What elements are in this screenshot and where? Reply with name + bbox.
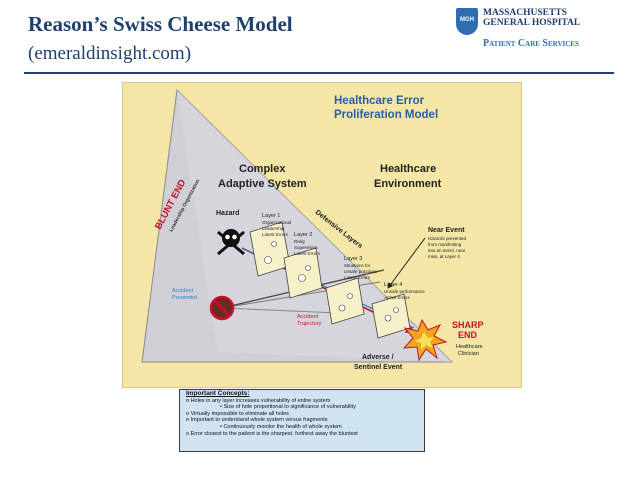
logo-text-services: Patient Care Services (483, 38, 579, 49)
adverse-line2: Sentinel Event (354, 364, 403, 371)
layer1-title: Layer 1 (262, 213, 280, 219)
layer1-line3: Latent Errors (262, 232, 289, 237)
accident-prevented-line1: Accident (172, 288, 194, 294)
logo-text-hospital: MASSACHUSETTS GENERAL HOSPITAL (483, 8, 580, 28)
hazard-label: Hazard (216, 210, 239, 217)
sharp-end-line2: END (458, 330, 478, 340)
layer3-line1: Situations for (344, 263, 371, 268)
slide-subtitle: (emeraldinsight.com) (28, 43, 191, 65)
layer4-line1: Unsafe performance (384, 289, 425, 294)
layer2-line3: Latent Errors (294, 251, 321, 256)
important-concepts-box: Important Concepts: o Holes in any layer… (179, 389, 425, 452)
layer3-line3: Latent Errors (344, 275, 371, 280)
layer4-title: Layer 4 (384, 282, 402, 288)
layer3-line2: unsafe practices (344, 269, 378, 274)
layer3-title: Layer 3 (344, 256, 362, 262)
layer1-line1: Organizational (262, 220, 291, 225)
clinician-line2: Clinician (458, 351, 479, 357)
near-event-line1: Hazards prevented (428, 236, 467, 241)
logo-line2: GENERAL HOSPITAL (483, 18, 580, 28)
prohibited-icon (211, 297, 233, 319)
near-event-line2: from manifesting (428, 242, 462, 247)
near-event-title: Near Event (428, 227, 465, 234)
concept-subitem: • Size of hole proportional to significa… (186, 404, 418, 411)
error-proliferation-diagram: Healthcare Error Proliferation Model Com… (122, 82, 522, 388)
near-event-line3: into an event, near (428, 248, 466, 253)
concept-item: o Holes in any layer increases vulnerabi… (186, 398, 418, 405)
diagram-title-line1: Healthcare Error (334, 95, 425, 107)
clinician-line1: Healthcare (456, 344, 483, 350)
near-event-line4: miss, at Layer 4. (428, 254, 461, 259)
complex-system-line2: Adaptive System (218, 178, 307, 190)
sharp-end-line1: SHARP (452, 320, 484, 330)
logo-badge-text: MGH (456, 8, 478, 23)
layer2-title: Layer 2 (294, 232, 312, 238)
layer2-line2: Supervision (294, 245, 318, 250)
layer4-line2: Active Errors (383, 295, 411, 300)
concepts-heading: Important Concepts: (186, 391, 418, 398)
concept-item: o Error closest to the patient is the sh… (186, 431, 418, 438)
diagram-title-line2: Proliferation Model (334, 109, 438, 121)
trajectory-line1: Accident (297, 314, 319, 320)
header-rule (24, 72, 614, 74)
trajectory-line2: Trajectory (297, 321, 321, 327)
mgh-shield-icon: MGH (456, 8, 478, 35)
layer2-line1: Risky (294, 239, 306, 244)
healthcare-env-line2: Environment (374, 178, 442, 190)
concept-item: o Important to understand whole system v… (186, 417, 418, 424)
slide-title: Reason’s Swiss Cheese Model (28, 12, 293, 37)
healthcare-env-line1: Healthcare (380, 163, 436, 175)
accident-prevented-line2: Prevented (172, 295, 197, 301)
concept-subitem: • Continuously monitor the health of who… (186, 424, 418, 431)
complex-system-line1: Complex (239, 163, 286, 175)
adverse-line1: Adverse / (362, 354, 394, 361)
concept-item: o Virtually impossible to eliminate all … (186, 411, 418, 418)
layer1-line2: Leadership (262, 226, 285, 231)
logo-line1: MASSACHUSETTS (483, 8, 580, 18)
